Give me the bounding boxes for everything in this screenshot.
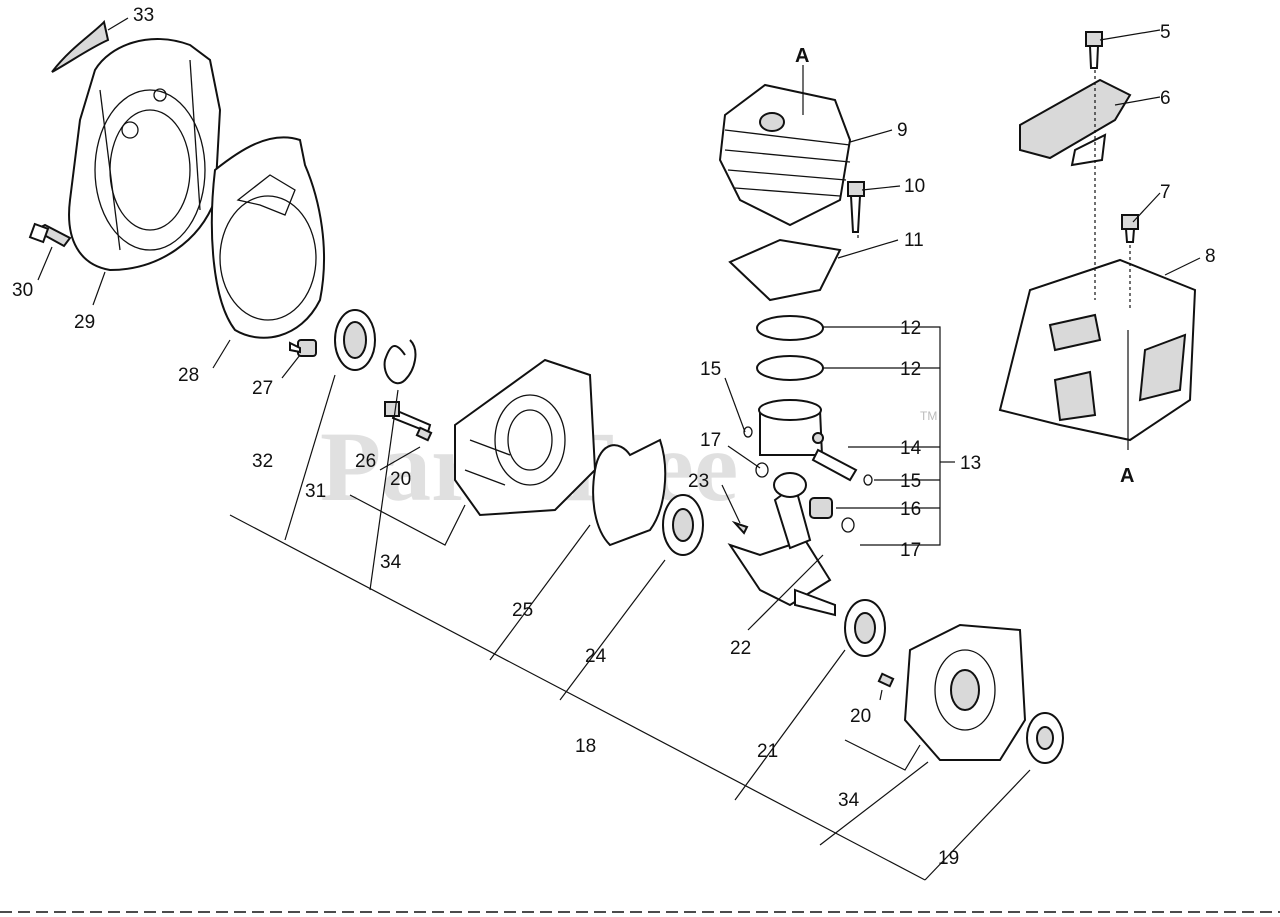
callout-31: 31: [305, 481, 326, 502]
leader-lines: [37, 17, 1201, 881]
callout-8: 8: [1205, 246, 1216, 267]
part-15-clip-left: [743, 426, 753, 438]
callout-30: 30: [12, 280, 33, 301]
callout-33: 33: [133, 5, 154, 26]
part-30-bolt: [28, 222, 72, 248]
callout-22: 22: [730, 638, 751, 659]
part-piston-pin: [811, 448, 858, 482]
callout-7: 7: [1160, 182, 1171, 203]
callout-17-right: 17: [900, 540, 921, 561]
callout-21: 21: [757, 741, 778, 762]
callout-32: 32: [252, 451, 273, 472]
part-23-key: [731, 520, 749, 535]
part-17-washer-left: [755, 462, 769, 478]
callout-13: 13: [960, 453, 981, 474]
part-5-screw: [1085, 31, 1103, 69]
part-20-pin-left: [415, 426, 433, 442]
part-6-handle: [1019, 78, 1132, 167]
part-7-screw: [1121, 214, 1139, 243]
callout-23: 23: [688, 471, 709, 492]
callout-28: 28: [178, 365, 199, 386]
part-27-screw: [289, 339, 317, 357]
part-28-gasket: [210, 136, 325, 339]
part-9-cylinder: [718, 83, 852, 227]
part-crankcase-right: [903, 623, 1027, 761]
part-25-gasket: [592, 438, 667, 547]
callout-11: 11: [904, 230, 924, 251]
callout-29: 29: [74, 312, 95, 333]
part-12-piston-ring-bottom: [756, 355, 824, 381]
callout-20-right: 20: [850, 706, 871, 727]
callout-15-right: 15: [900, 471, 921, 492]
callout-5: 5: [1160, 22, 1171, 43]
part-29-fan-cover: [68, 38, 222, 272]
callout-9: 9: [897, 120, 908, 141]
part-22-crankshaft: [727, 472, 836, 617]
mark-A-top: A: [795, 45, 809, 67]
part-11-cylinder-gasket: [728, 238, 842, 302]
part-32-oil-seal: [334, 309, 376, 371]
callout-12-top: 12: [900, 318, 921, 339]
callout-20-left: 20: [390, 469, 411, 490]
part-26-bolt: [384, 401, 432, 434]
callout-34-right: 34: [838, 790, 860, 811]
part-8-cylinder-cover: [998, 258, 1197, 442]
callout-6: 6: [1160, 88, 1171, 109]
callout-34-left: 34: [380, 552, 402, 573]
callout-14: 14: [900, 438, 922, 459]
callout-12-bottom: 12: [900, 359, 921, 380]
callout-15-left: 15: [700, 359, 721, 380]
part-15-clip-right: [863, 474, 873, 486]
part-14-piston: [758, 399, 824, 456]
callout-16: 16: [900, 499, 921, 520]
callout-18: 18: [575, 736, 596, 757]
part-17-washer-right: [841, 517, 855, 533]
callout-26: 26: [355, 451, 376, 472]
callout-19: 19: [938, 848, 959, 869]
callout-17-left: 17: [700, 430, 721, 451]
callout-25: 25: [512, 600, 533, 621]
part-19-oil-seal: [1026, 712, 1064, 764]
part-24-bearing: [662, 494, 704, 556]
callout-24: 24: [585, 646, 607, 667]
part-31-circlip: [383, 339, 417, 385]
part-33-decal: [51, 19, 110, 73]
callout-27: 27: [252, 378, 273, 399]
mark-A-right: A: [1120, 465, 1134, 487]
part-crankcase-left: [454, 358, 597, 517]
part-20-pin-right: [877, 672, 895, 688]
part-12-piston-ring-top: [756, 315, 824, 341]
watermark-trademark: TM: [920, 409, 937, 423]
part-21-bearing: [844, 599, 886, 657]
callout-10: 10: [904, 176, 925, 197]
part-10-bolt: [847, 181, 865, 233]
part-16-needle-bearing: [809, 497, 833, 519]
